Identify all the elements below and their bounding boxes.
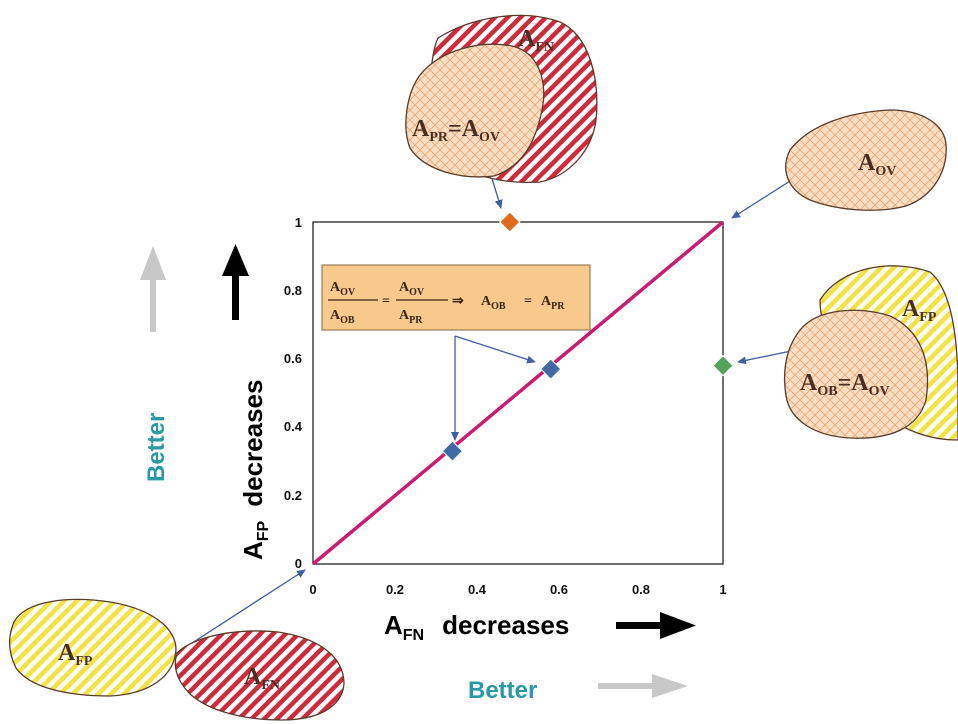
equation-box: AOV AOB = AOV APR ⇒ AOB = APR (321, 264, 591, 331)
pr-blob (405, 43, 545, 178)
y-axis-title: AFPdecreases (238, 380, 272, 560)
x-tick-label: 0.8 (632, 582, 650, 597)
y-tick-label: 1 (295, 215, 302, 230)
svg-text:AFN: AFN (244, 664, 280, 693)
y-tick-label: 0.6 (284, 351, 302, 366)
eq-rhs-sub: PR (551, 301, 565, 312)
svg-text:AOV: AOV (399, 280, 425, 298)
ov-label: A (858, 150, 876, 176)
eq-rhs: A (541, 294, 552, 309)
connector-origin (174, 569, 306, 655)
box-connector (454, 335, 536, 364)
x-tick-label: 0.6 (550, 582, 568, 597)
bl-fn-label: A (244, 664, 262, 690)
x-arrow-grey (598, 674, 688, 698)
top-blob-group: AFN APR=AOV (405, 14, 598, 184)
x-tick-label: 0.2 (386, 582, 404, 597)
red-fn-blob-bl (174, 630, 345, 721)
ov-blob-group: AOV (785, 109, 947, 211)
x-tick-labels: 0 0.2 0.4 0.6 0.8 1 (309, 582, 726, 597)
y-tick-label: 0.2 (284, 488, 302, 503)
svg-text:AOV: AOV (330, 280, 356, 298)
diamond-point-3 (540, 358, 562, 380)
right-fp-label: A (902, 296, 920, 322)
connector-right (737, 349, 797, 365)
eq-num2-sub: OV (409, 287, 425, 298)
y-arrow-grey (140, 246, 166, 332)
right-blob-group: AFP AOB=AOV (783, 265, 958, 441)
better-y-label: Better (143, 413, 170, 482)
y-arrow-black (222, 244, 249, 320)
diamond-point-2 (441, 440, 464, 462)
eq-den2: A (399, 308, 410, 323)
svg-text:AFP: AFP (902, 296, 937, 325)
y-tick-label: 0 (295, 556, 302, 571)
ov-blob (785, 109, 947, 211)
svg-text:AOB=AOV: AOB=AOV (800, 370, 890, 399)
x-tick-label: 1 (719, 582, 726, 597)
eq-num2: A (399, 280, 410, 295)
bottom-left-blob-group: AFP AFN (9, 598, 345, 721)
eq-den2-sub: PR (409, 315, 423, 326)
svg-text:AFN: AFN (518, 26, 554, 55)
eq-den1-sub: OB (340, 315, 355, 326)
ob-blob (783, 309, 929, 439)
eq-num1: A (330, 280, 341, 295)
x-arrow-black (616, 612, 696, 639)
eq-lhs-sub: OB (491, 301, 506, 312)
svg-text:AOB: AOB (330, 308, 355, 326)
chart-layer (311, 211, 734, 566)
eq-sign2: = (524, 294, 532, 309)
better-x-label: Better (468, 677, 537, 704)
implies-sign: ⇒ (452, 294, 464, 309)
svg-text:APR: APR (541, 294, 565, 312)
y-tick-label: 0.8 (284, 283, 302, 298)
yellow-fp-blob-bl (9, 598, 177, 697)
svg-text:APR=AOV: APR=AOV (412, 116, 500, 145)
eq-lhs: A (481, 294, 492, 309)
y-tick-label: 0.4 (284, 419, 303, 434)
eq-sign: = (382, 294, 390, 309)
diamond-point-1 (712, 354, 734, 377)
svg-text:AFP: AFP (58, 640, 93, 669)
connector-ov (731, 175, 799, 219)
x-tick-label: 0.4 (468, 582, 487, 597)
bl-fp-label: A (58, 640, 76, 666)
top-fn-label: A (518, 26, 536, 52)
svg-text:APR: APR (399, 308, 423, 326)
x-tick-label: 0 (309, 582, 316, 597)
diamond-point-0 (499, 211, 521, 233)
eq-num1-sub: OV (340, 287, 356, 298)
diagonal-line (311, 220, 725, 566)
y-tick-labels: 0 0.2 0.4 0.6 0.8 1 (284, 215, 303, 571)
eq-den1: A (330, 308, 341, 323)
svg-text:AOB: AOB (481, 294, 506, 312)
svg-text:AOV: AOV (858, 150, 896, 179)
